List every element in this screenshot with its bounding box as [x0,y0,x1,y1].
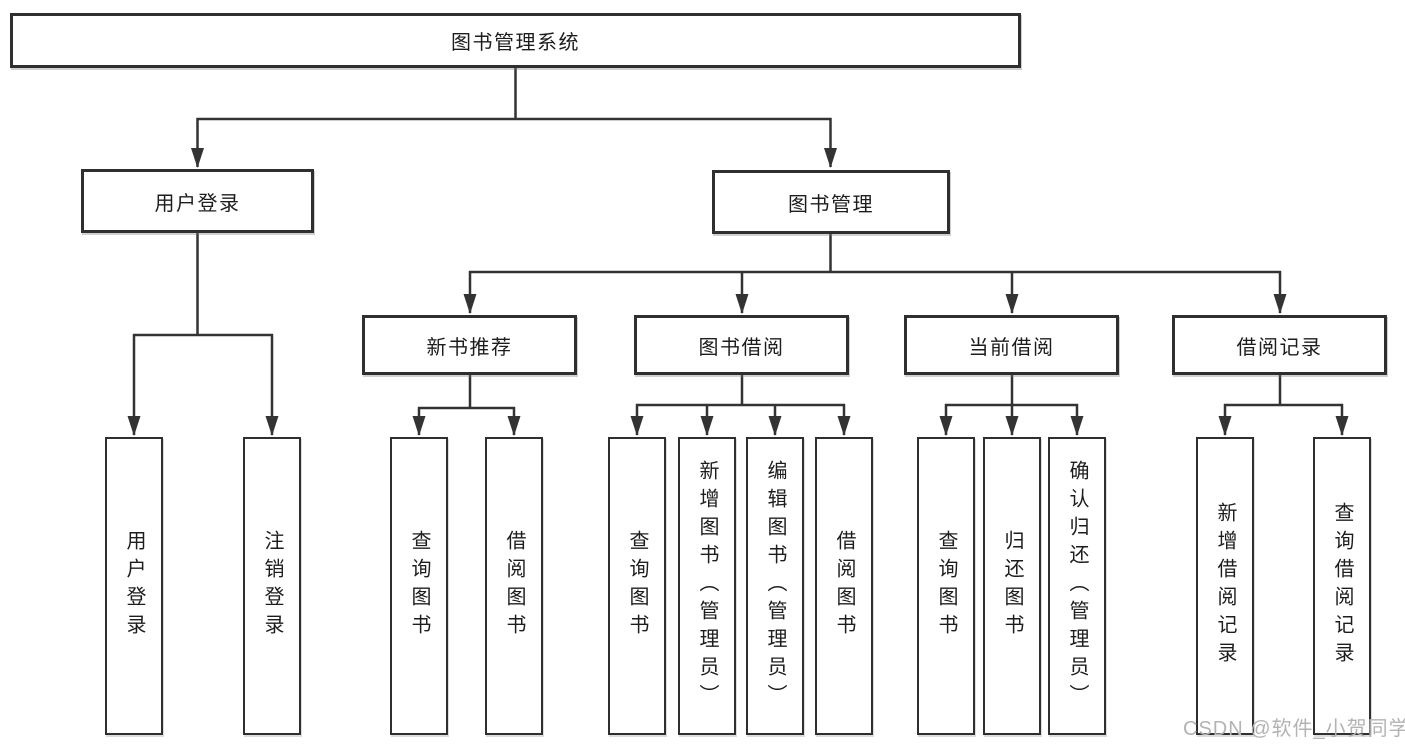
csdn-watermark: CSDN @软件_小贺同学 [1183,718,1405,740]
leaf-query-book-borrow: 查询图书 [608,437,666,735]
node-new-book-recommend: 新书推荐 [362,315,577,375]
leaf-user-login: 用户登录 [105,437,163,735]
node-book-borrow: 图书借阅 [634,315,849,375]
node-root: 图书管理系统 [10,13,1021,68]
leaf-borrow-book-recommend: 借阅图书 [485,437,543,735]
node-borrow-records: 借阅记录 [1172,315,1387,375]
node-current-borrow: 当前借阅 [904,315,1119,375]
leaf-query-book-current: 查询图书 [917,437,975,735]
leaf-confirm-return-admin: 确认归还（管理员） [1048,437,1106,735]
leaf-edit-book-admin: 编辑图书（管理员） [746,437,804,735]
leaf-add-borrow-record: 新增借阅记录 [1196,437,1254,735]
node-user-login: 用户登录 [81,169,314,233]
leaf-query-book-recommend: 查询图书 [390,437,448,735]
leaf-return-book: 归还图书 [983,437,1041,735]
leaf-logout-login: 注销登录 [243,437,301,735]
node-book-management: 图书管理 [712,170,950,234]
leaf-query-borrow-record: 查询借阅记录 [1313,437,1371,735]
leaf-borrow-book: 借阅图书 [815,437,873,735]
leaf-add-book-admin: 新增图书（管理员） [678,437,736,735]
